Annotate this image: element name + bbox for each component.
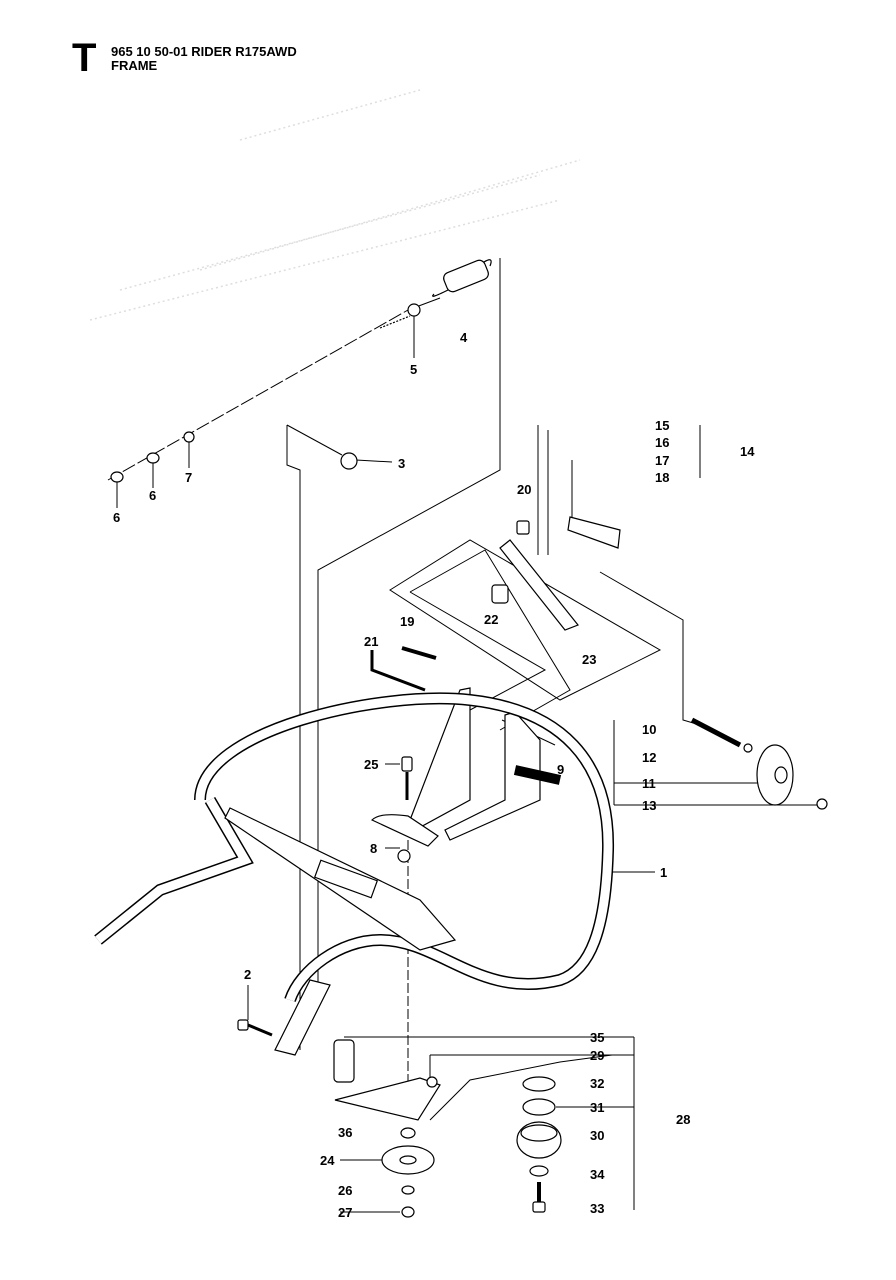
part-label: 27 xyxy=(338,1205,352,1220)
part-label: 5 xyxy=(410,362,417,377)
part-label: 20 xyxy=(517,482,531,497)
part-label: 1 xyxy=(660,865,667,880)
part-label: 22 xyxy=(484,612,498,627)
part-label: 9 xyxy=(557,762,564,777)
part-label: 17 xyxy=(655,453,669,468)
watermark xyxy=(89,89,581,321)
leader-lines xyxy=(107,258,822,1213)
part-label: 12 xyxy=(642,750,656,765)
part-label: 10 xyxy=(642,722,656,737)
model-line: 965 10 50-01 RIDER R175AWD xyxy=(111,44,297,59)
part-label: 8 xyxy=(370,841,377,856)
part-label: 16 xyxy=(655,435,669,450)
part-label: 30 xyxy=(590,1128,604,1143)
part-label: 13 xyxy=(642,798,656,813)
group-title: FRAME xyxy=(111,58,158,73)
part-label: 19 xyxy=(400,614,414,629)
part-label: 32 xyxy=(590,1076,604,1091)
part-label: 31 xyxy=(590,1100,604,1115)
part-label: 15 xyxy=(655,418,669,433)
part-label: 11 xyxy=(642,776,656,791)
part-label: 23 xyxy=(582,652,596,667)
parts xyxy=(94,259,828,1218)
part-label: 25 xyxy=(364,757,378,772)
part-label: 24 xyxy=(320,1153,335,1168)
part-label: 35 xyxy=(590,1030,604,1045)
part-label: 18 xyxy=(655,470,669,485)
part-label: 29 xyxy=(590,1048,604,1063)
part-label: 2 xyxy=(244,967,251,982)
spring-4 xyxy=(432,259,492,297)
part-label: 21 xyxy=(364,634,378,649)
part-label: 14 xyxy=(740,444,755,459)
part-label: 3 xyxy=(398,456,405,471)
part-labels: 1 2 3 4 5 6 6 7 8 9 10 11 12 13 14 15 16… xyxy=(113,330,755,1220)
section-letter: T xyxy=(72,36,97,80)
part-label: 7 xyxy=(185,470,192,485)
part-label: 26 xyxy=(338,1183,352,1198)
part-label: 36 xyxy=(338,1125,352,1140)
part-label: 6 xyxy=(149,488,156,503)
part-label: 4 xyxy=(460,330,468,345)
part-label: 34 xyxy=(590,1167,605,1182)
part-label: 28 xyxy=(676,1112,690,1127)
part-label: 6 xyxy=(113,510,120,525)
part-label: 33 xyxy=(590,1201,604,1216)
